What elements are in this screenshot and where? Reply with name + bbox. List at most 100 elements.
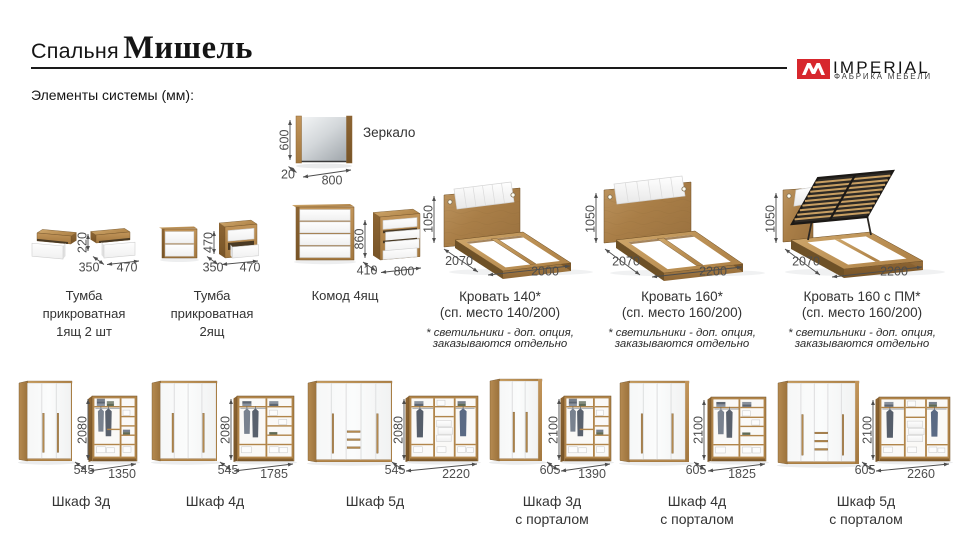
bed-160-pm-label-note1: * светильники - доп. опция, <box>788 326 936 339</box>
bed-140-figure: 1050 2070 2000 <box>422 181 593 279</box>
wardrobe-4d-dim-width: 1785 <box>260 467 288 481</box>
bed140-dim-height: 1050 <box>422 205 436 233</box>
nightstand-1drawer-figure: 220 350 470 <box>31 228 140 275</box>
wardrobe-3d-portal-label-line: Шкаф 3д <box>522 493 582 509</box>
mirror-view <box>295 115 353 169</box>
wardrobe-3d-portal-dim-depth: 605 <box>540 463 561 477</box>
dresser-perspective-view <box>372 208 421 261</box>
wardrobe-4d-portal-label-line: Шкаф 4д <box>667 493 727 509</box>
wardrobe-5d-dimensions: 2080 545 2220 <box>385 399 478 481</box>
wardrobe-3d-portal-dim-height: 2100 <box>547 416 561 444</box>
nightstand2-dimensions: 470 350 470 <box>202 231 261 275</box>
bed-160-view <box>603 175 765 281</box>
wardrobe-5d-portal-label-line: с порталом <box>829 511 903 527</box>
wardrobe-3d-portal-open-view <box>560 395 614 465</box>
bed-140-label-name: Кровать 140* <box>459 289 541 304</box>
wardrobe-4d-portal-figure: 2100 605 1825 <box>619 380 769 481</box>
chest-label-line: Тумба <box>193 288 231 303</box>
bed-140-dimensions: 1050 2070 2000 <box>422 196 571 279</box>
wardrobe-3d-portal-label-line: с порталом <box>515 511 589 527</box>
wardrobe-4d-portal-dim-height: 2100 <box>692 416 706 444</box>
bed160pm-dim-depth: 2070 <box>792 255 820 269</box>
wardrobe-4d-open-view <box>233 395 297 465</box>
wardrobe-4d-portal-label-line: с порталом <box>660 511 734 527</box>
nightstand1-dim-width: 470 <box>117 261 138 275</box>
dresser-label-line: Комод 4ящ <box>311 288 379 303</box>
bed-140-label-note2: заказываются отдельно <box>432 338 568 351</box>
bed-160-label-note1: * светильники - доп. опция, <box>608 326 756 339</box>
dresser-figure: 860 410 800 <box>292 204 422 279</box>
wardrobe-3d-open-view <box>88 395 140 465</box>
wardrobe-3d-portal-figure: 2100 605 1390 <box>489 378 614 481</box>
komod-dim-depth: 410 <box>357 264 378 278</box>
bed160-dim-depth: 2070 <box>612 255 640 269</box>
nightstand1-dim-depth: 350 <box>79 261 100 275</box>
bed160-dim-width: 2200 <box>699 265 727 279</box>
brand-monogram-icon <box>802 63 825 75</box>
wardrobe-5d-portal-dim-height: 2100 <box>861 416 875 444</box>
bed-140-label: Кровать 140*(сп. место 140/200) * светиль… <box>395 289 605 351</box>
wardrobe-3d-portal-closed-view <box>489 378 547 465</box>
nightstand1-left-view <box>31 229 78 260</box>
wardrobe-5d-dim-height: 2080 <box>392 416 406 444</box>
wardrobe-4d-label: Шкаф 4д <box>125 492 305 510</box>
nightstand2-dim-width: 470 <box>240 261 261 275</box>
brand-logo: IMPERIAL ФАБРИКА МЕБЕЛИ <box>797 57 957 83</box>
wardrobe-5d-portal-dimensions: 2100 605 2260 <box>855 400 950 481</box>
nightstand-1drawer-label-line: прикроватная <box>42 305 126 321</box>
wardrobe-5d-closed-view <box>307 380 397 466</box>
bed-140-label-seat: (сп. место 140/200) <box>439 304 561 320</box>
wardrobe-4d-portal-dim-width: 1825 <box>728 467 756 481</box>
page-title-prefix: Спальня <box>31 39 119 63</box>
bed-140-label-note1: * светильники - доп. опция, <box>426 326 574 339</box>
wardrobe-5d-portal-dim-width: 2260 <box>907 467 935 481</box>
bed-160-dimensions: 1050 2070 2200 <box>584 193 743 279</box>
wardrobe-4d-dim-height: 2080 <box>219 416 233 444</box>
bed160pm-dim-width: 2200 <box>880 265 908 279</box>
bed-160-pm-view <box>782 169 945 278</box>
chest-figure: 470 350 470 <box>159 219 261 275</box>
chest-label-line: 2ящ <box>199 323 225 339</box>
brand-tagline: ФАБРИКА МЕБЕЛИ <box>834 71 932 81</box>
page-title-name: Мишель <box>123 30 253 66</box>
bed-160-figure: 1050 2070 2200 <box>584 175 765 281</box>
mirror-dim-width: 800 <box>322 174 343 188</box>
bed-160-label: Кровать 160*(сп. место 160/200) * светиль… <box>577 289 787 351</box>
bed-160-label-seat: (сп. место 160/200) <box>621 304 743 320</box>
wardrobe-5d-portal-figure: 2100 605 2260 <box>777 380 953 481</box>
wardrobe-5d-label-line: Шкаф 5д <box>345 493 405 509</box>
bed-140-view <box>443 181 593 279</box>
dresser-label: Комод 4ящ <box>285 287 405 305</box>
dresser-dimensions: 860 410 800 <box>353 220 422 279</box>
wardrobe-4d-label-line: Шкаф 4д <box>185 493 245 509</box>
wardrobe-3d-portal-label: Шкаф 3д с порталом <box>462 492 642 528</box>
wardrobe-5d-dim-depth: 545 <box>385 463 406 477</box>
wardrobe-4d-portal-closed-view <box>619 380 694 466</box>
nightstand1-dim-height: 220 <box>76 232 90 253</box>
bed-160-label-name: Кровать 160* <box>641 289 723 304</box>
wardrobe-3d-dimensions: 2080 545 1350 <box>74 399 137 481</box>
bed160-dim-height: 1050 <box>584 205 598 233</box>
bed-160-pm-label-name: Кровать 160 с ПМ* <box>803 289 921 304</box>
wardrobe-4d-dim-depth: 545 <box>218 463 239 477</box>
wardrobe-4d-portal-dimensions: 2100 605 1825 <box>686 400 766 481</box>
nightstand-1drawer-label-line: Тумба <box>65 288 103 303</box>
wardrobe-3d-dim-width: 1350 <box>108 467 136 481</box>
brand-name: IMPERIAL <box>833 58 930 77</box>
wardrobe-5d-portal-label: Шкаф 5д с порталом <box>776 492 956 528</box>
nightstand1-dimensions: 220 350 470 <box>76 232 140 275</box>
bed-160-pm-label-note2: заказываются отдельно <box>794 338 930 351</box>
wardrobe-5d-portal-dim-depth: 605 <box>855 463 876 477</box>
wardrobe-3d-dim-depth: 545 <box>74 463 95 477</box>
dresser-front-view <box>292 204 356 265</box>
wardrobe-5d-open-view <box>405 395 481 465</box>
wardrobe-4d-closed-view <box>151 380 222 465</box>
wardrobe-5d-portal-label-line: Шкаф 5д <box>836 493 896 509</box>
mirror-dim-depth: 20 <box>281 168 295 182</box>
mirror-figure: 600 20 800 <box>278 115 353 188</box>
komod-dim-width: 800 <box>394 265 415 279</box>
nightstand1-right-view <box>89 228 136 259</box>
